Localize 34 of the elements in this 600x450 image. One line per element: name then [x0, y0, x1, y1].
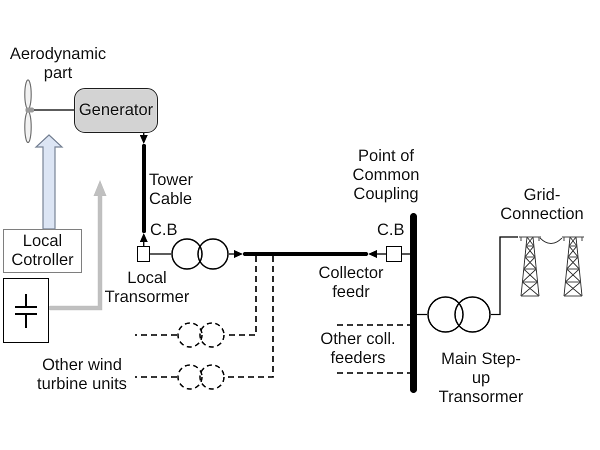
tower-cable — [142, 144, 146, 233]
generator-box: Generator — [74, 88, 158, 133]
feeder-cable — [243, 252, 368, 256]
circuit-breaker-box — [137, 246, 150, 262]
dashed-line — [225, 256, 274, 378]
part-label: Tower Cable — [149, 171, 194, 209]
busbar — [410, 213, 417, 393]
part-label: Aerodynamic part — [8, 45, 108, 83]
feeder-label: Other coll. feeders — [318, 325, 398, 373]
connector-arrow — [368, 250, 386, 258]
connector-line — [150, 253, 171, 255]
connector-arrow — [229, 250, 243, 258]
part-label: Local Transormer — [104, 269, 190, 307]
part-label: C.B — [377, 221, 406, 240]
part-label: Point of Common Coupling — [352, 147, 420, 204]
converter-box — [3, 278, 49, 343]
connector-line — [491, 236, 518, 316]
dashed-line — [337, 372, 410, 374]
part-label: Main Step-up Transormer — [438, 350, 524, 407]
dashed-line — [135, 376, 177, 378]
annotation-label: Other wind turbine units — [36, 356, 128, 394]
part-label: Collector feedr — [317, 264, 385, 302]
part-label: C.B — [150, 221, 179, 240]
part-label: Grid-Connection — [499, 186, 585, 224]
circuit-breaker-box — [386, 246, 402, 262]
dashed-line — [135, 334, 177, 336]
control-arrow — [49, 180, 106, 310]
connector-arrow — [140, 133, 148, 144]
controller-box: Local Cotroller — [3, 229, 82, 273]
connector-line — [417, 314, 427, 316]
connector-arrow — [140, 233, 148, 246]
shaft-line — [34, 109, 74, 111]
block-arrow — [34, 134, 64, 230]
dashed-line — [337, 324, 410, 326]
